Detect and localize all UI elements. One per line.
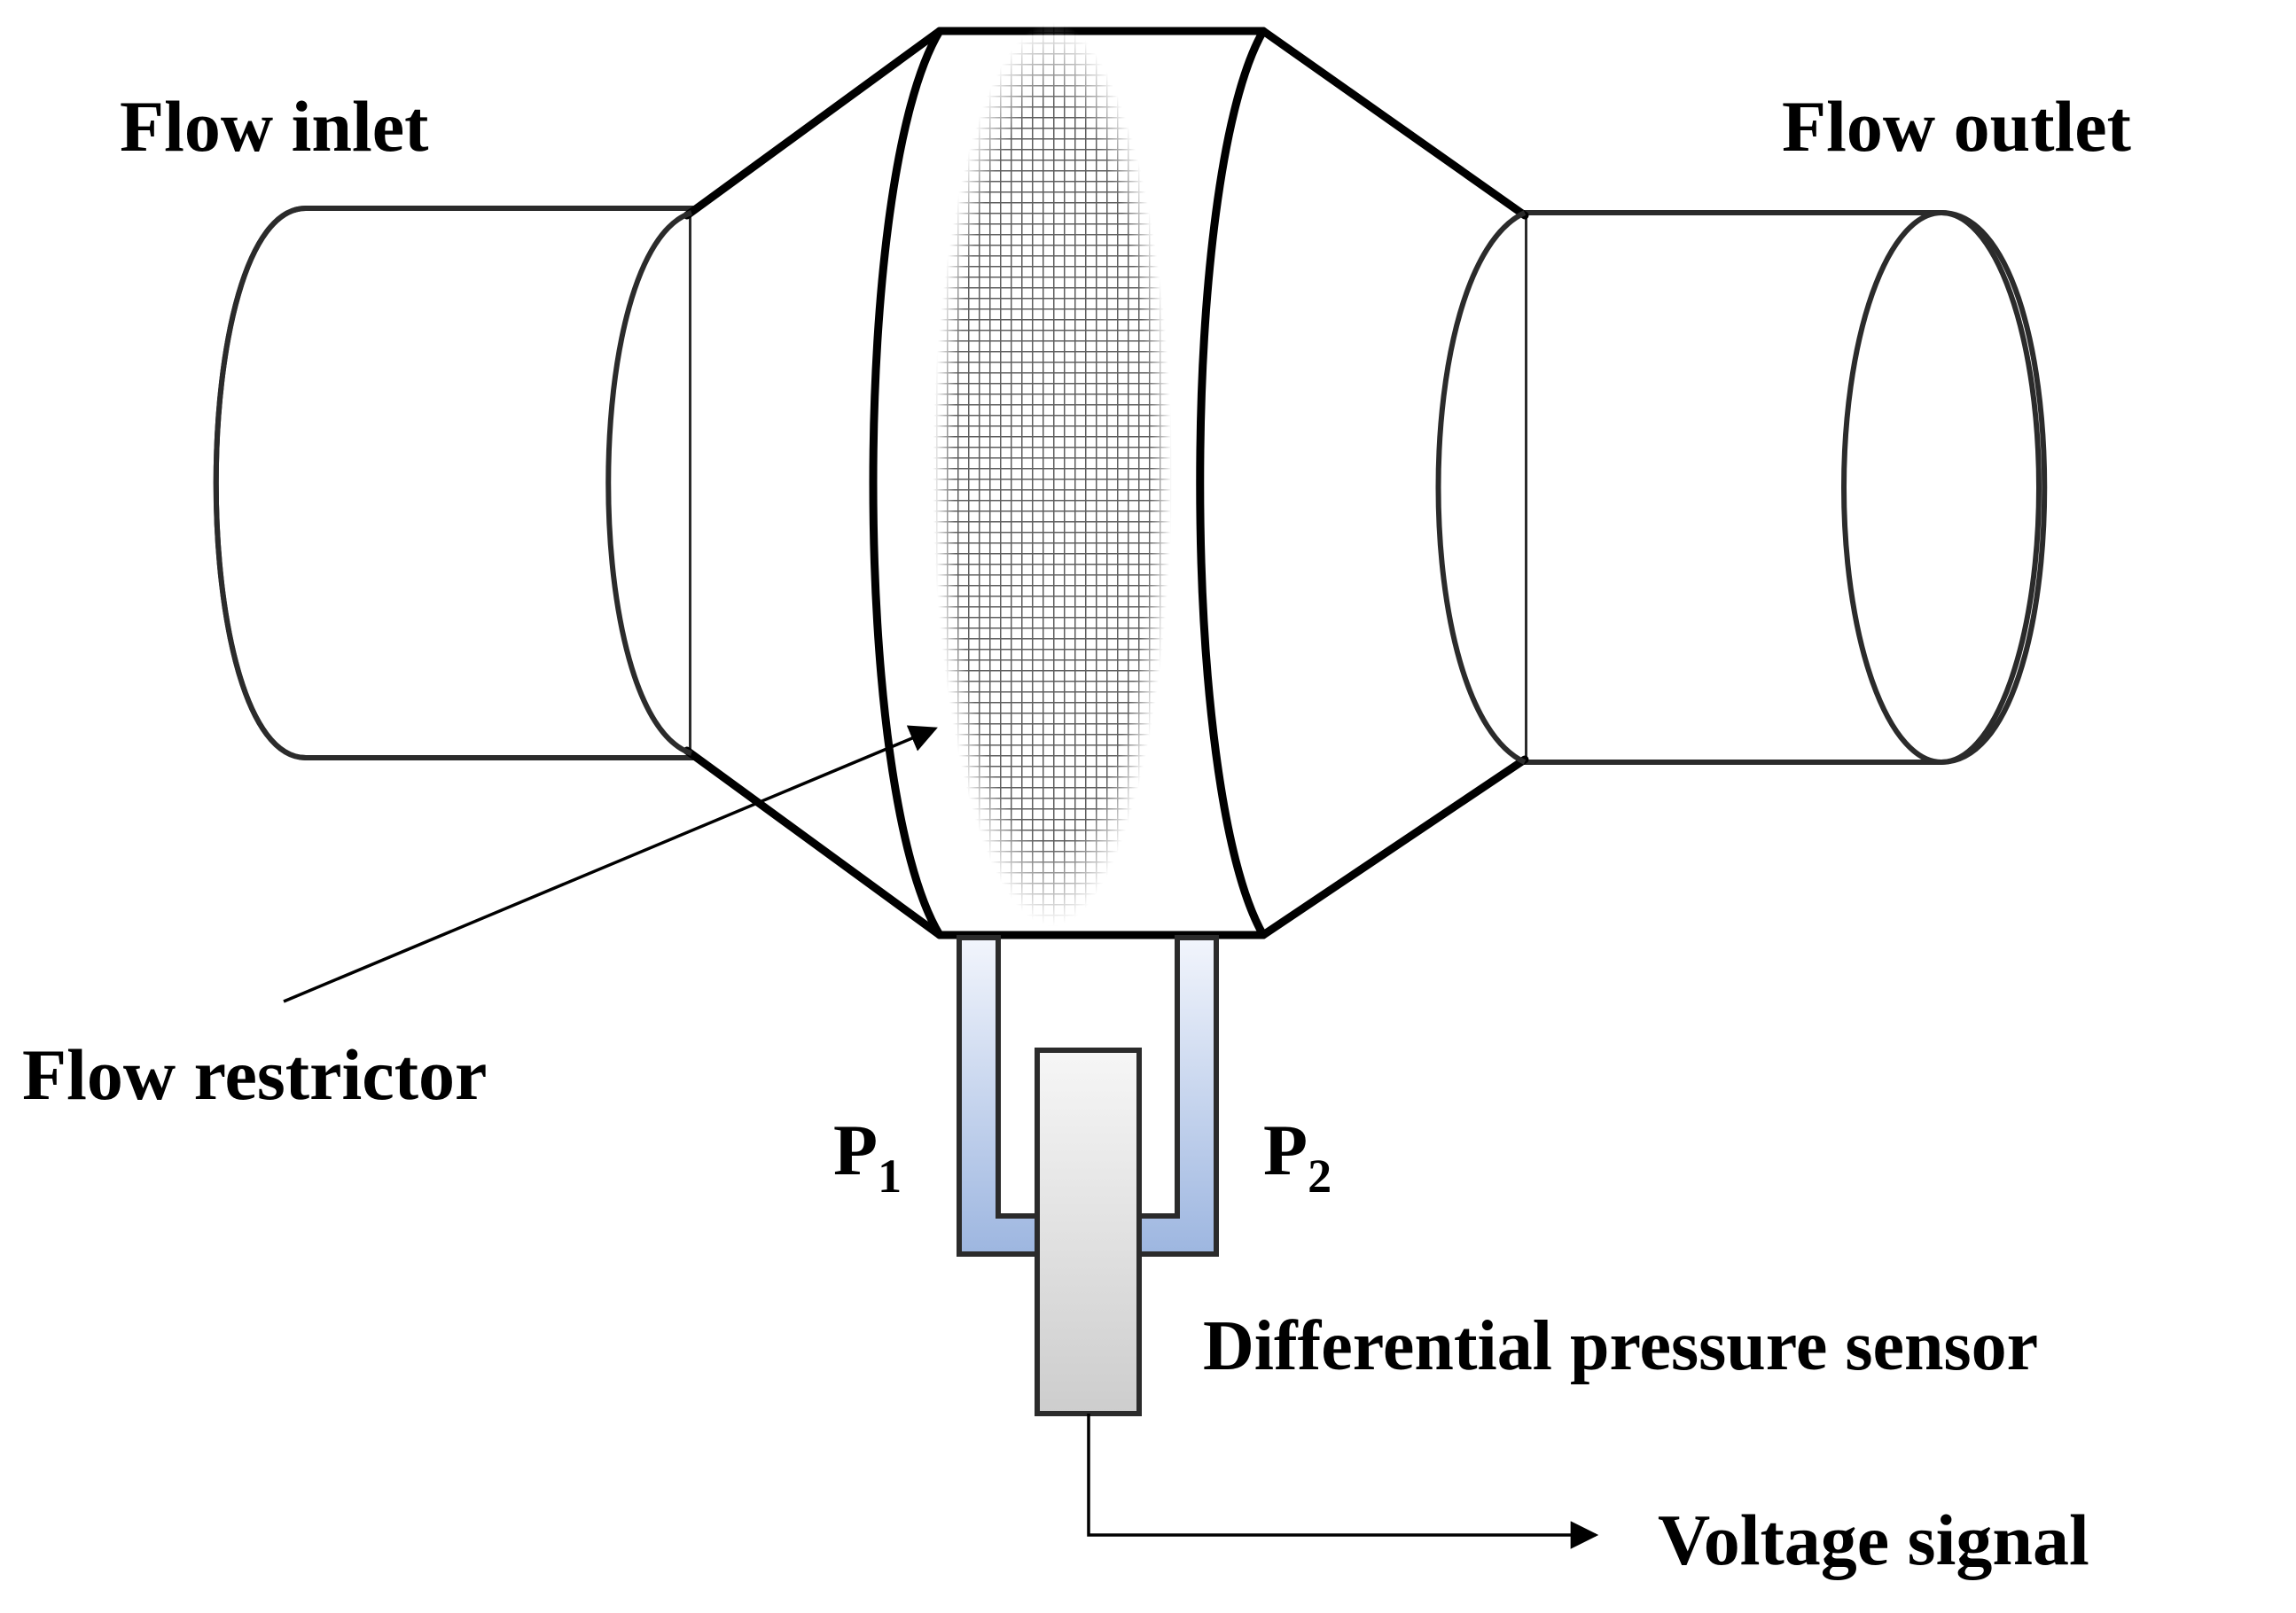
voltage-signal-line	[1087, 1414, 1599, 1549]
outlet-cone	[1259, 27, 1529, 939]
p2-label: P2	[1263, 1110, 1332, 1203]
p2-base: P	[1263, 1110, 1308, 1190]
differential-pressure-sensor	[1035, 1048, 1142, 1416]
flow-restrictor-label: Flow restrictor	[22, 1034, 487, 1115]
differential-pressure-sensor-label: Differential pressure sensor	[1203, 1307, 2038, 1385]
inlet-pipe	[213, 206, 694, 760]
inlet-cone	[605, 27, 944, 939]
p1-label: P1	[833, 1110, 902, 1203]
voltage-signal-label: Voltage signal	[1658, 1500, 2089, 1580]
p1-base: P	[833, 1110, 878, 1190]
p2-subscript: 2	[1308, 1149, 1332, 1203]
restrictor-mesh	[922, 18, 1188, 939]
p1-subscript: 1	[878, 1149, 902, 1203]
flow-outlet-label: Flow outlet	[1782, 86, 2131, 167]
flow-inlet-label: Flow inlet	[120, 86, 428, 167]
outlet-pipe	[1522, 210, 2048, 765]
flow-restrictor-pointer	[283, 725, 938, 1003]
